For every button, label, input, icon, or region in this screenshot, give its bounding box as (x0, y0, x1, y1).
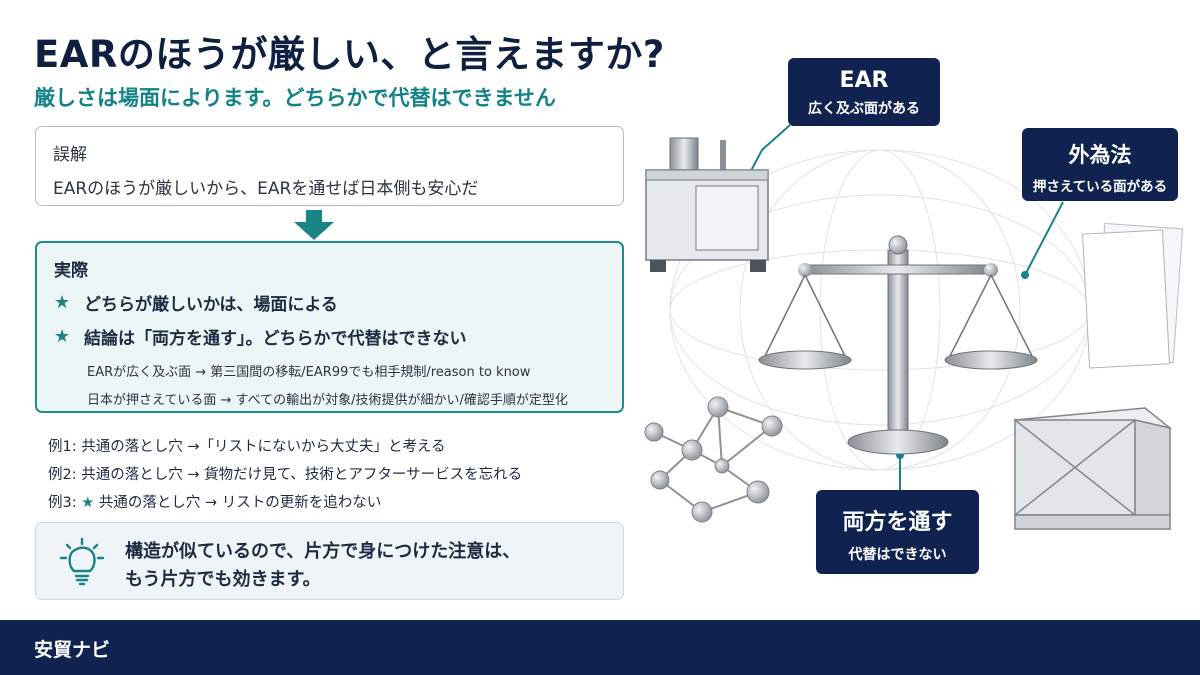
tip-line: 構造が似ているので、片方で身につけた注意は、 (125, 541, 521, 562)
connector-line (1024, 201, 1064, 276)
down-arrow-icon (294, 210, 334, 240)
lightbulb-icon (59, 537, 105, 586)
reality-detail: EARが広く及ぶ面 → 第三国間の移転/EAR99でも相手規制/reason t… (87, 365, 531, 380)
reality-box: 実際 ★ どちらが厳しいかは、場面による ★ 結論は「両方を通す」。どちらかで代… (35, 241, 624, 413)
reality-detail: 日本が押さえている面 → すべての輸出が対象/技術提供が細かい/確認手順が定型化 (87, 393, 568, 408)
example-text: 共通の落とし穴 → リストの更新を追わない (98, 495, 382, 511)
callout-gaitame: 外為法 押さえている面がある (1022, 128, 1178, 201)
reality-point: ★ 結論は「両方を通す」。どちらかで代替はできない (54, 324, 622, 349)
example-item: 例2: 共通の落とし穴 → 貨物だけ見て、技術とアフターサービスを忘れる (48, 463, 522, 491)
footer-bar: 安貿ナビ (0, 620, 1200, 675)
tip-box: 構造が似ているので、片方で身につけた注意は、 もう片方でも効きます。 (35, 522, 624, 600)
examples-list: 例1: 共通の落とし穴 →「リストにないから大丈夫」と考える 例2: 共通の落と… (48, 435, 522, 519)
misconception-text: EARのほうが厳しいから、EARを通せば日本側も安心だ (53, 179, 479, 199)
example-text: 共通の落とし穴 →「リストにないから大丈夫」と考える (81, 439, 446, 455)
footer-brand: 安貿ナビ (34, 639, 111, 661)
balance-scale-illustration (758, 235, 1038, 455)
callout-title: EAR (839, 68, 889, 93)
example-label: 例2: (48, 467, 77, 483)
example-item: 例3: ★ 共通の落とし穴 → リストの更新を追わない (48, 491, 522, 519)
callout-subtitle: 広く及ぶ面がある (808, 101, 920, 117)
connector-dot (1021, 271, 1029, 279)
example-label: 例1: (48, 439, 77, 455)
star-icon: ★ (81, 495, 95, 511)
example-text: 共通の落とし穴 → 貨物だけ見て、技術とアフターサービスを忘れる (81, 467, 523, 483)
misconception-box: 誤解 EARのほうが厳しいから、EARを通せば日本側も安心だ (35, 126, 624, 206)
callout-title: 外為法 (1068, 143, 1132, 167)
callout-subtitle: 押さえている面がある (1032, 179, 1168, 195)
machine-illustration (645, 137, 769, 272)
page-title: EARのほうが厳しい、と言えますか? (34, 33, 665, 76)
callout-title: 両方を通す (842, 510, 953, 535)
misconception-heading: 誤解 (53, 145, 87, 165)
reality-point-text: 結論は「両方を通す」。どちらかで代替はできない (84, 329, 467, 349)
tip-text: 構造が似ているので、片方で身につけた注意は、 もう片方でも効きます。 (125, 538, 520, 594)
callout-both: 両方を通す 代替はできない (816, 490, 979, 574)
reality-point: ★ どちらが厳しいかは、場面による (54, 290, 622, 315)
tip-line: もう片方でも効きます。 (125, 569, 321, 590)
star-icon: ★ (54, 292, 71, 313)
callout-ear: EAR 広く及ぶ面がある (788, 58, 940, 126)
page-subtitle: 厳しさは場面によります。どちらかで代替はできません (34, 86, 556, 110)
documents-illustration (1082, 222, 1184, 369)
reality-heading: 実際 (54, 261, 88, 281)
illustration (644, 124, 1184, 530)
example-label: 例3: (48, 495, 77, 511)
example-item: 例1: 共通の落とし穴 →「リストにないから大丈夫」と考える (48, 435, 522, 463)
reality-point-text: どちらが厳しいかは、場面による (84, 295, 338, 315)
callout-subtitle: 代替はできない (848, 547, 947, 563)
star-icon: ★ (54, 326, 71, 347)
crate-illustration (1013, 407, 1172, 530)
